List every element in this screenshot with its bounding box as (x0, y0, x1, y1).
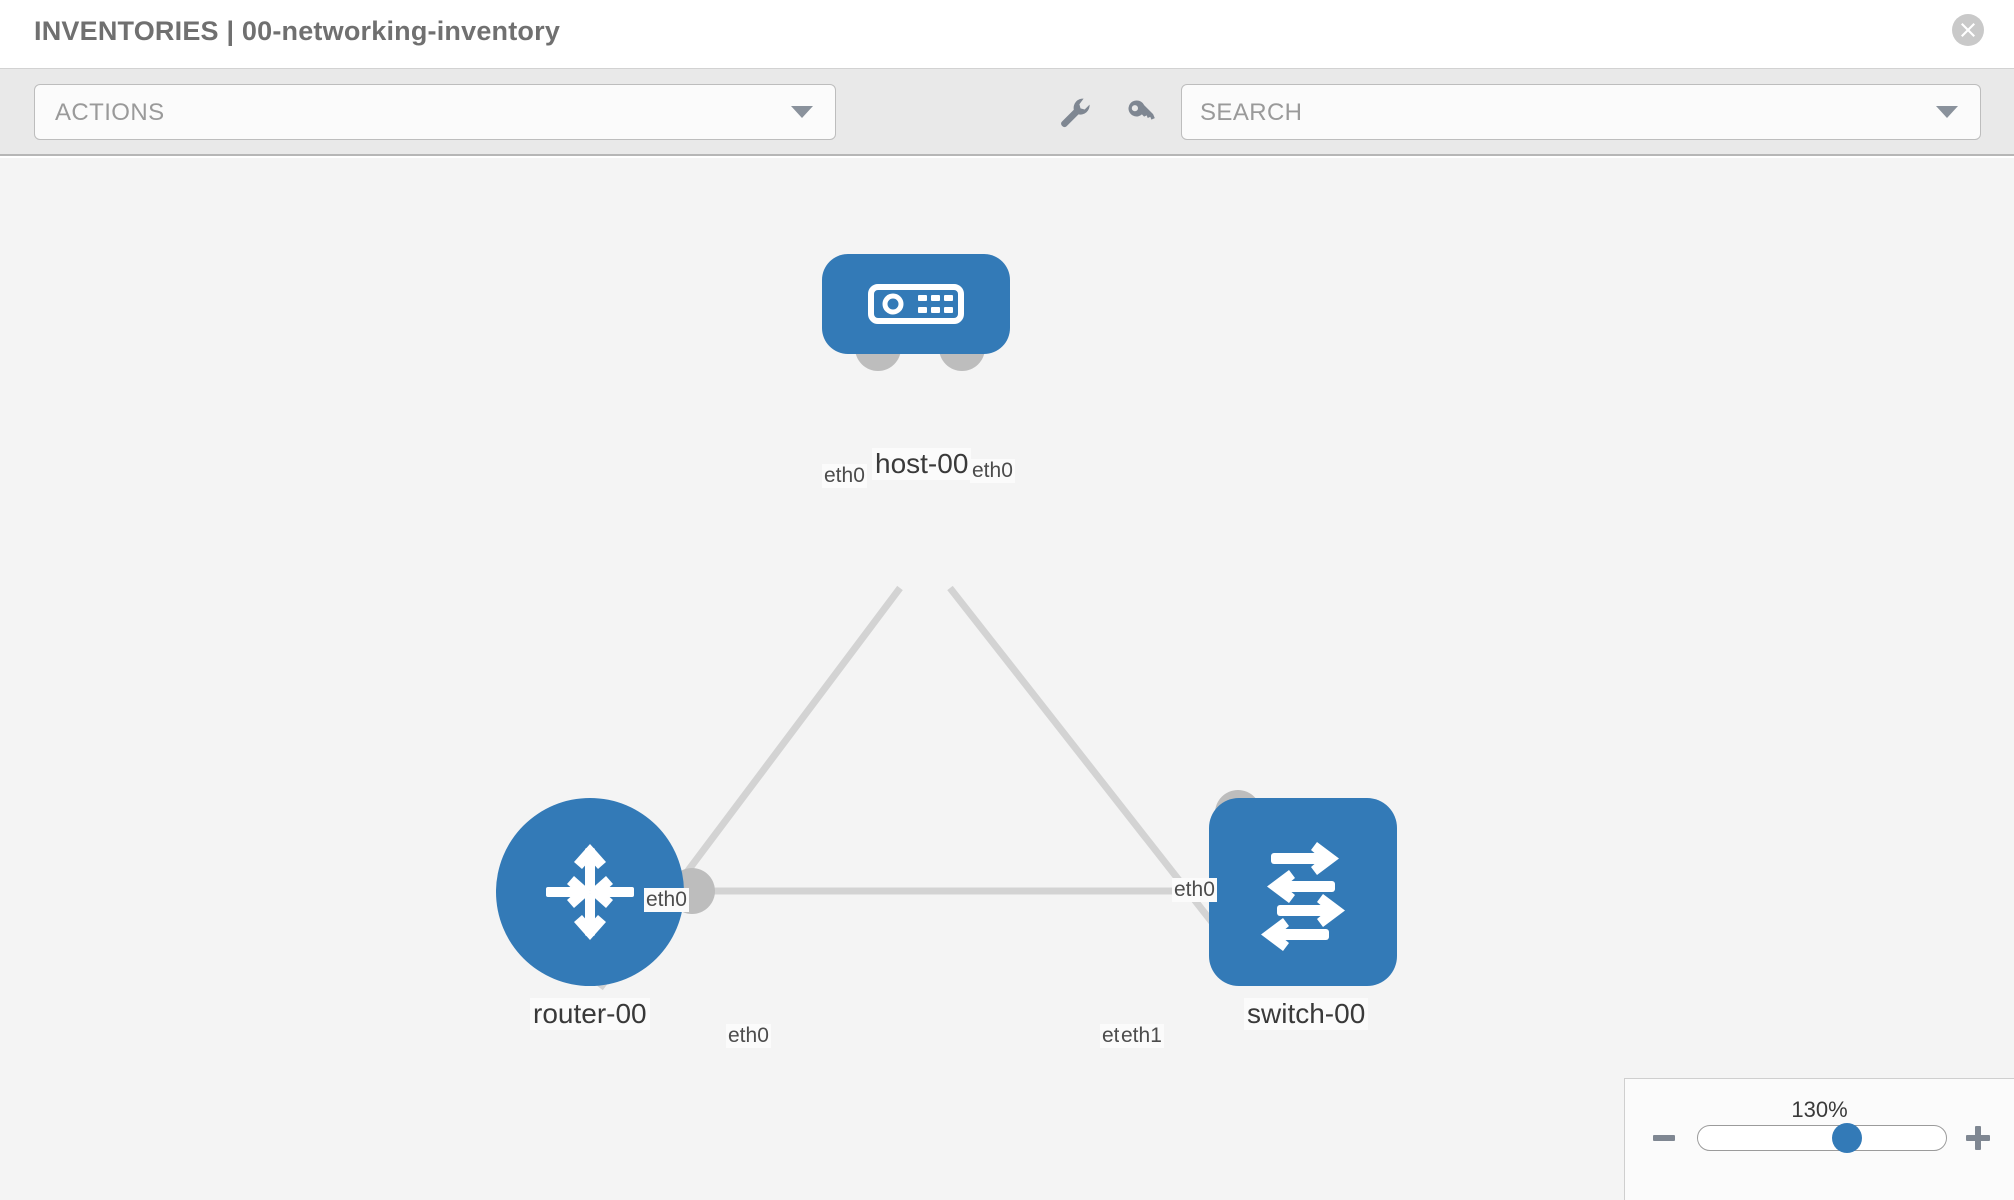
minus-icon[interactable] (1653, 1135, 1675, 1141)
server-icon (868, 284, 964, 324)
zoom-slider[interactable] (1697, 1123, 1947, 1153)
topology-node-label-switch-00: switch-00 (1244, 998, 1369, 1030)
toolbar: ACTIONS SEARCH (0, 68, 2014, 156)
actions-dropdown-label: ACTIONS (55, 99, 165, 126)
close-icon[interactable] (1952, 14, 1984, 46)
edge-label-host-00-eth0-right: eth0 (970, 459, 1015, 483)
page-title: INVENTORIES | 00-networking-inventory (34, 16, 561, 46)
edge-label-switch-00-eth0-up: eth0 (1172, 878, 1217, 902)
topology-node-label-host-00: host-00 (872, 448, 972, 480)
switch-icon (1261, 842, 1345, 951)
topology-node-router-00[interactable] (496, 798, 684, 986)
zoom-level-value: 130% (1791, 1097, 1848, 1122)
search-input[interactable]: SEARCH (1181, 84, 1981, 140)
router-icon (546, 844, 634, 940)
search-input-placeholder: SEARCH (1200, 99, 1303, 126)
edge-label-router-00-eth0-right: eth0 (726, 1024, 771, 1048)
zoom-slider-thumb[interactable] (1831, 1123, 1862, 1153)
topology-node-switch-00[interactable] (1209, 798, 1397, 986)
topology-node-label-router-00: router-00 (530, 998, 650, 1030)
toolbar-icon-group (1034, 84, 1194, 140)
topology-node-host-00[interactable] (822, 254, 1010, 354)
edge-label-router-00-eth0-up: eth0 (644, 888, 689, 912)
zoom-control-panel: 130% (1624, 1078, 2014, 1200)
chevron-down-icon (791, 106, 813, 118)
topology-canvas[interactable]: host-00 eth0 eth0 (0, 158, 2014, 1200)
link-host-switch (947, 585, 1243, 961)
page-header: INVENTORIES | 00-networking-inventory (0, 0, 2014, 68)
key-icon[interactable] (1124, 94, 1160, 130)
edge-label-host-00-eth0-left: eth0 (822, 464, 867, 488)
chevron-down-icon (1936, 106, 1958, 118)
wrench-icon[interactable] (1056, 94, 1092, 130)
edge-label-switch-00-eth1: eth1 (1119, 1024, 1164, 1048)
actions-dropdown[interactable]: ACTIONS (34, 84, 836, 140)
plus-icon[interactable] (1966, 1126, 1990, 1150)
